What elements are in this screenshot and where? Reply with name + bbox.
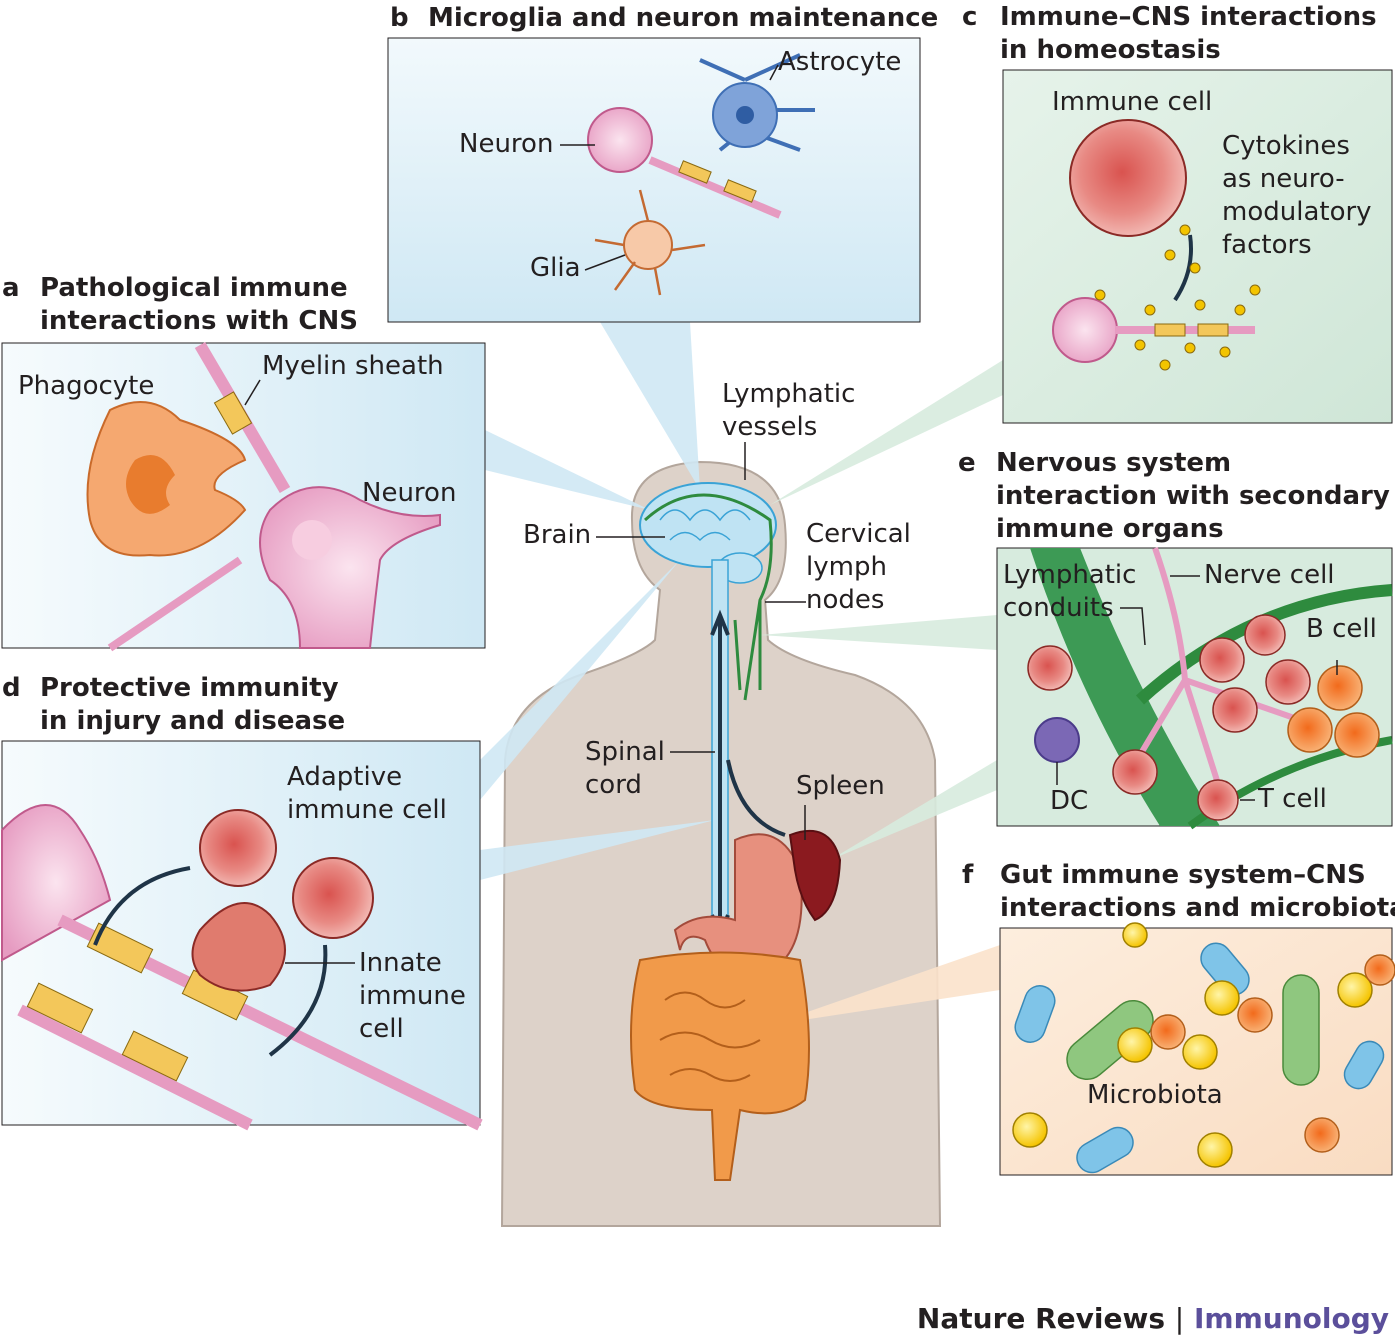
spleen-arrow bbox=[726, 759, 786, 837]
callout-d bbox=[480, 560, 680, 800]
panel-c-box bbox=[1002, 69, 1393, 424]
label-neuron-b: Neuron bbox=[459, 129, 554, 159]
label-b-cell: B cell bbox=[1306, 614, 1377, 644]
cytokine-arrow bbox=[1173, 234, 1193, 302]
label-phagocyte: Phagocyte bbox=[18, 371, 155, 401]
dendritic-cell bbox=[1034, 717, 1080, 763]
label-immune-cell: Immune cell bbox=[1052, 87, 1213, 117]
intestines bbox=[630, 951, 810, 1181]
journal-credit: Nature Reviews | Immunology bbox=[917, 1302, 1389, 1335]
callout-d2 bbox=[480, 820, 715, 880]
journal-subject: Immunology bbox=[1193, 1302, 1389, 1335]
b-cells bbox=[1027, 614, 1311, 821]
lymphatic-conduit bbox=[1030, 548, 1220, 826]
axon-d2 bbox=[17, 1004, 253, 1131]
callout-e bbox=[760, 615, 997, 650]
panel-a-box bbox=[1, 342, 486, 649]
label-dc: DC bbox=[1050, 786, 1089, 816]
label-astrocyte: Astrocyte bbox=[778, 47, 902, 77]
callout-c bbox=[770, 360, 1003, 505]
label-neuron-a: Neuron bbox=[362, 478, 457, 508]
immune-cell-c bbox=[1069, 119, 1187, 237]
leader-lines bbox=[244, 64, 1338, 964]
adaptive-immune-cell bbox=[199, 809, 277, 887]
label-nerve-cell: Nerve cell bbox=[1204, 560, 1335, 590]
label-microbiota: Microbiota bbox=[1087, 1080, 1223, 1110]
label-glia: Glia bbox=[530, 253, 581, 283]
panel-b-box bbox=[387, 37, 921, 323]
callout-b bbox=[600, 322, 700, 490]
glia-b bbox=[623, 220, 673, 270]
astrocyte-b bbox=[699, 53, 815, 152]
neuron-c bbox=[1052, 297, 1118, 363]
microbes bbox=[1012, 922, 1395, 1174]
label-t-cell: T cell bbox=[1258, 784, 1327, 814]
label-myelin-sheath: Myelin sheath bbox=[262, 351, 444, 381]
journal-name: Nature Reviews bbox=[916, 1302, 1166, 1335]
label-brain: Brain bbox=[523, 520, 592, 550]
cytokines bbox=[1094, 224, 1261, 371]
label-spleen: Spleen bbox=[796, 771, 885, 801]
spleen bbox=[788, 830, 842, 922]
lymphatic-vessels bbox=[643, 493, 773, 701]
neuron-d bbox=[0, 804, 112, 962]
innate-immune-cell bbox=[191, 902, 286, 992]
separator: | bbox=[1174, 1302, 1185, 1335]
adaptive-immune-cell bbox=[292, 857, 374, 939]
callout-f bbox=[770, 945, 1000, 1025]
callout-a bbox=[485, 430, 650, 510]
neuron-b bbox=[587, 107, 653, 173]
callout-e2 bbox=[830, 760, 997, 860]
